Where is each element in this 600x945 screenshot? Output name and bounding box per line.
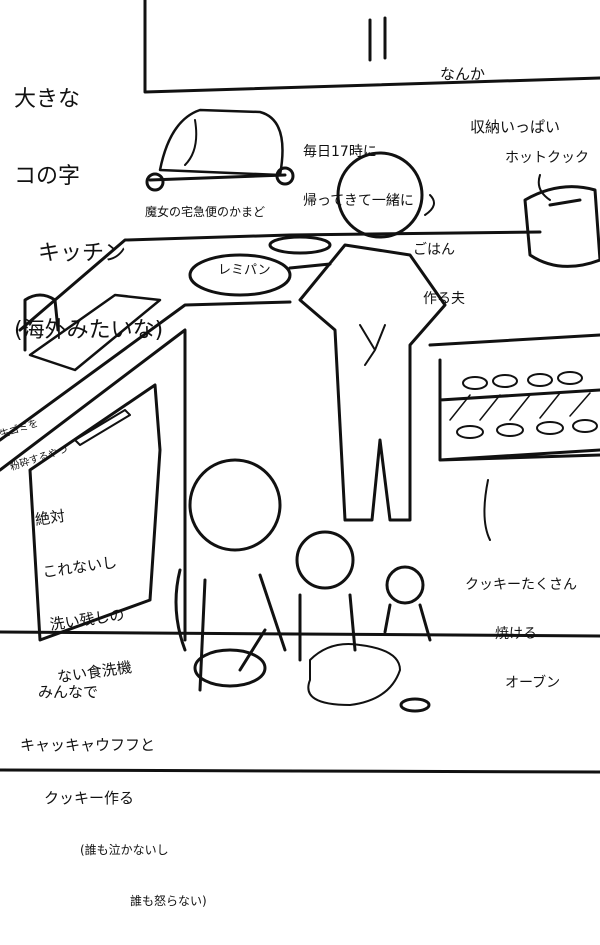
rail-knob-left [145,172,165,192]
child-head [295,530,355,590]
note-line: オーブン [505,675,561,691]
note-line: コの字 [14,164,81,189]
plate [268,235,332,255]
note-line: 誰も怒らない) [130,894,207,908]
note-line: (海外みたいな) [14,318,164,343]
note-storage: なんか 収納いっぱい [440,30,560,172]
cabinet-handles [368,16,387,62]
apron-string [359,324,386,366]
pan-handle [288,262,332,270]
cookie-dough [307,643,401,706]
oven-racks [449,392,591,421]
note-line: 焼ける [495,626,537,642]
sink [28,293,162,372]
faucet [23,293,60,352]
note-husband: 毎日17時に 帰ってきて一緒に ごはん 作る夫 [303,112,465,340]
note-line: 帰ってきて一緒に [303,193,414,209]
pan [188,253,292,297]
husband-body [298,243,447,522]
husband-head [336,151,424,239]
upper-cabinet [143,0,600,94]
dishwasher-handle [74,409,131,446]
baby-head [385,565,425,605]
kitchen-sketch: 大きな コの字 キッチン (海外みたいな) なんか 収納いっぱい 魔女の宅急便の… [0,0,600,908]
note-oven-hearth: 魔女の宅急便のかまど [145,205,266,219]
child-body [298,593,357,662]
mixing-bowl [193,648,267,688]
counter-front [0,300,292,442]
note-line: 毎日17時に [303,144,377,160]
sketch-drawing [0,0,600,774]
note-line: キッチン [38,241,127,266]
oven-cookies [456,371,598,439]
hotcook [523,185,600,268]
note-line: クッキー作る [44,789,135,807]
note-line: キャッキャウフフと [20,736,156,754]
baby-body [383,603,432,642]
note-kitchen: 大きな コの字 キッチン (海外みたいな) [14,36,163,394]
note-line: クッキーたくさん [465,577,577,593]
pointer-lines [184,119,551,541]
note-line: (誰も泣かないし [80,843,169,857]
note-line: なんか [440,65,486,83]
hotcook-handle [548,198,582,207]
note-hotcook: ホットクック [505,150,589,166]
rail-knob-right [275,166,295,186]
hearth-rail [148,173,287,182]
note-line: 洗い残しの [48,605,126,634]
note-line: これないし [41,553,119,582]
oven [428,333,600,462]
note-cookies: みんなで キャッキャウフフと クッキー作る (誰も泣かないし 誰も怒らない) [20,648,207,945]
note-line: 粉砕するやつ [8,444,70,474]
note-line: 生ゴミを [0,418,40,441]
whisk [238,628,267,672]
hearth [158,108,284,177]
dishwasher [28,383,162,642]
note-line: 収納いっぱい [470,118,561,136]
note-line: 大きな [14,87,81,112]
note-line: 作る夫 [423,291,465,307]
note-oven: クッキーたくさん 焼ける オーブン [465,545,577,724]
note-line: ごはん [413,242,455,258]
counter-lower [0,328,187,642]
mother-head [188,458,282,552]
note-pan: レミパン [218,263,271,278]
mother-body [174,568,287,692]
note-line: 絶対 [33,506,67,529]
note-line: みんなで [38,683,99,701]
cookie [399,697,431,713]
